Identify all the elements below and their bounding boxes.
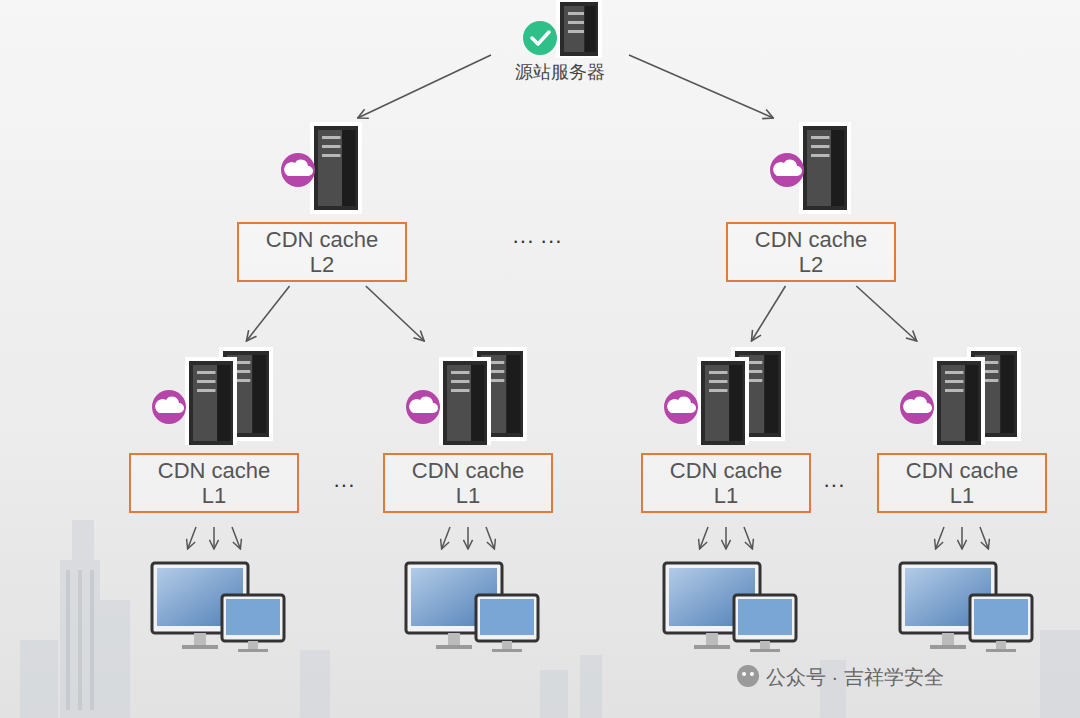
- cache-label-box: CDN cache L1: [129, 453, 299, 513]
- ellipsis: ···: [823, 472, 845, 498]
- cdn-cache-node: CDN cache L1: [641, 345, 811, 513]
- ellipsis: ··· ···: [512, 228, 562, 254]
- watermark: 公众号 · 吉祥学安全: [766, 664, 944, 691]
- cdn-cache-node: CDN cache L2: [726, 122, 896, 282]
- connector-arrow: [629, 55, 773, 118]
- server-icon: [651, 345, 801, 445]
- client-computers: [152, 527, 1032, 652]
- cache-label: CDN cache L2: [262, 227, 382, 277]
- cache-label: CDN cache L1: [154, 458, 274, 508]
- server-icon: [272, 122, 372, 214]
- cdn-cache-node: CDN cache L1: [877, 345, 1047, 513]
- cache-label: CDN cache L1: [408, 458, 528, 508]
- server-icon: [761, 122, 861, 214]
- cache-label: CDN cache L1: [666, 458, 786, 508]
- cdn-cache-node: CDN cache L1: [129, 345, 299, 513]
- connector-arrow: [856, 286, 916, 341]
- server-icon: [510, 0, 610, 58]
- cache-label-box: CDN cache L2: [726, 222, 896, 282]
- cache-label-box: CDN cache L1: [641, 453, 811, 513]
- watermark-icon: [737, 665, 759, 687]
- cache-label-box: CDN cache L2: [237, 222, 407, 282]
- connector-arrow: [358, 55, 491, 118]
- cache-label-box: CDN cache L1: [877, 453, 1047, 513]
- connector-arrow: [366, 286, 424, 341]
- cache-label-box: CDN cache L1: [383, 453, 553, 513]
- ellipsis: ···: [333, 472, 355, 498]
- cdn-cache-node: CDN cache L2: [237, 122, 407, 282]
- connector-arrow: [246, 286, 289, 341]
- cache-label: CDN cache L2: [751, 227, 871, 277]
- server-label: 源站服务器: [515, 60, 605, 84]
- city-skyline: [20, 520, 1080, 718]
- server-icon: [393, 345, 543, 445]
- origin-server: 源站服务器: [495, 0, 625, 84]
- cache-label: CDN cache L1: [902, 458, 1022, 508]
- server-icon: [887, 345, 1037, 445]
- cdn-cache-node: CDN cache L1: [383, 345, 553, 513]
- server-icon: [139, 345, 289, 445]
- connector-arrow: [752, 286, 786, 341]
